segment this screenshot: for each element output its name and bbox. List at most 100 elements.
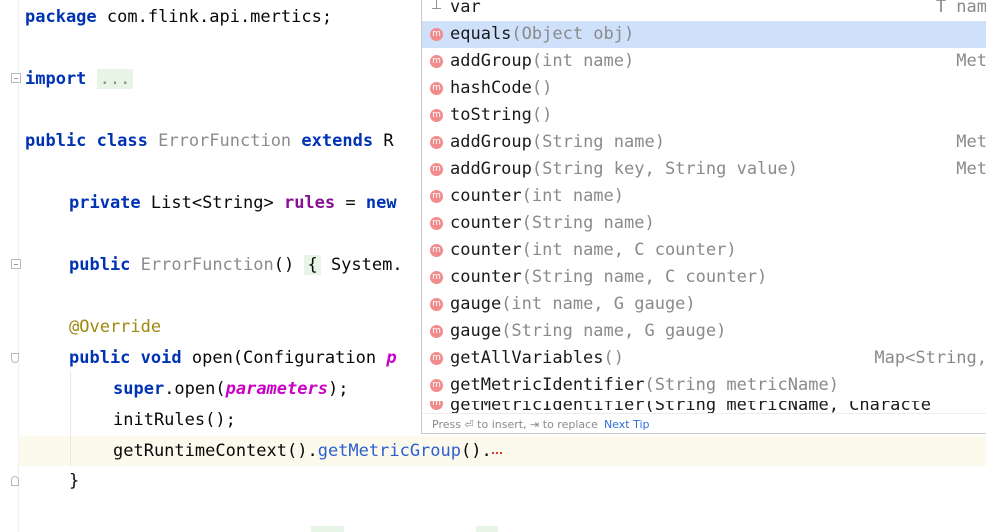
method-icon: m <box>430 190 443 203</box>
completion-item-name: addGroup <box>450 51 532 71</box>
code-line-current[interactable]: getRuntimeContext().getMetricGroup(). <box>113 437 502 465</box>
completion-item-params: (int name) <box>531 51 635 71</box>
constructor-name: ErrorFunction <box>140 255 274 275</box>
code-line-close-brace[interactable]: } <box>69 467 79 495</box>
parameter: parameters <box>225 379 328 399</box>
completion-item[interactable]: m addGroup(int name) Met <box>422 48 986 75</box>
code-text: (). <box>461 441 492 461</box>
field-name: rules <box>283 193 336 213</box>
code-line-package[interactable]: package com.flink.api.mertics; <box>25 3 332 31</box>
completion-item-signature: var <box>450 0 481 21</box>
completion-item-params: () <box>531 105 553 125</box>
keyword: public <box>69 255 131 275</box>
code-text: List<String> <box>140 193 284 213</box>
completion-item-name: counter <box>450 240 522 260</box>
indent-guide <box>70 372 71 466</box>
code-line-open-method[interactable]: public void open(Configuration p <box>69 344 397 372</box>
fold-expand-icon[interactable] <box>11 259 21 269</box>
method-icon: m <box>430 401 443 410</box>
completion-item-name: var <box>450 0 481 17</box>
completion-item-signature: addGroup(int name) <box>450 48 634 75</box>
completion-item-params: () <box>603 348 625 368</box>
completion-item-partial-text: getMetricIdentifier(String metricName, C… <box>450 401 932 413</box>
completion-item-name: getAllVariables <box>450 348 604 368</box>
package-name: com.flink.api.mertics; <box>96 7 333 27</box>
method-icon: m <box>430 217 443 230</box>
completion-item-params: (int name, C counter) <box>521 240 737 260</box>
completion-item-signature: gauge(int name, G gauge) <box>450 291 696 318</box>
method-icon: m <box>430 325 443 338</box>
completion-item-params: (String name, C counter) <box>521 267 768 287</box>
method-icon: m <box>430 379 443 392</box>
completion-item-name: addGroup <box>450 159 532 179</box>
completion-item-signature: toString() <box>450 102 552 129</box>
completion-item-name: equals <box>450 24 512 44</box>
completion-item-params: (int name) <box>521 186 625 206</box>
code-line-class[interactable]: public class ErrorFunction extends R <box>25 127 394 155</box>
completion-item-signature: equals(Object obj) <box>450 21 634 48</box>
folded-brace[interactable]: { <box>304 255 321 275</box>
method-icon: m <box>430 244 443 257</box>
keyword: public <box>25 131 87 151</box>
folded-region-marker <box>311 526 344 532</box>
completion-item-type: Map<String, <box>874 348 986 368</box>
code-line-field[interactable]: private List<String> rules = new <box>69 189 397 217</box>
fold-expand-icon[interactable] <box>11 73 21 83</box>
code-text: () <box>273 255 305 275</box>
completion-item[interactable]: m counter(int name, C counter) <box>422 237 986 264</box>
code-line-super[interactable]: super.open(parameters); <box>113 375 348 403</box>
completion-item-type: Met <box>956 132 986 152</box>
completion-item-params: (String key, String value) <box>531 159 798 179</box>
method-icon: m <box>430 28 443 41</box>
completion-item[interactable]: m gauge(int name, G gauge) <box>422 291 986 318</box>
code-line-import[interactable]: import ... <box>25 65 134 93</box>
code-text: } <box>69 471 80 491</box>
method-icon: m <box>430 55 443 68</box>
completion-item-name: toString <box>450 105 532 125</box>
code-text: open(Configuration <box>181 348 387 368</box>
keyword: import <box>25 69 87 89</box>
completion-item-type: T nam <box>935 0 986 17</box>
code-text: initRules(); <box>113 410 236 430</box>
method-icon: m <box>430 163 443 176</box>
completion-item-params: (String name, G gauge) <box>501 321 727 341</box>
completion-item[interactable]: m equals(Object obj) <box>422 21 986 48</box>
code-line-init-rules[interactable]: initRules(); <box>113 406 236 434</box>
keyword: extends <box>301 131 374 151</box>
keyword: class <box>96 131 148 151</box>
completion-item[interactable]: m gauge(String name, G gauge) <box>422 318 986 345</box>
folded-imports[interactable]: ... <box>96 69 134 89</box>
keyword: private <box>69 193 141 213</box>
completion-item-partial[interactable]: m getMetricIdentifier(String metricName,… <box>422 401 986 413</box>
class-name: ErrorFunction <box>158 131 292 151</box>
code-text: getRuntimeContext(). <box>113 441 318 461</box>
next-tip-link[interactable]: Next Tip <box>603 418 650 431</box>
fold-collapse-icon[interactable] <box>11 353 19 363</box>
fold-end-icon[interactable] <box>11 476 19 486</box>
completion-item-signature: gauge(String name, G gauge) <box>450 318 726 345</box>
code-line-annotation[interactable]: @Override <box>69 313 161 341</box>
completion-item-type: Met <box>956 51 986 71</box>
code-text: .open( <box>164 379 226 399</box>
code-text: = <box>335 193 366 213</box>
code-text: System. <box>320 255 403 275</box>
code-line-constructor[interactable]: public ErrorFunction() { System. <box>69 251 403 279</box>
completion-item-name: addGroup <box>450 132 532 152</box>
keyword: new <box>365 193 397 213</box>
method-icon: m <box>430 298 443 311</box>
code-text: R <box>373 131 394 151</box>
current-line-highlight <box>19 436 986 466</box>
completion-item-params: (int name, G gauge) <box>501 294 696 314</box>
parameter: p <box>386 348 397 368</box>
